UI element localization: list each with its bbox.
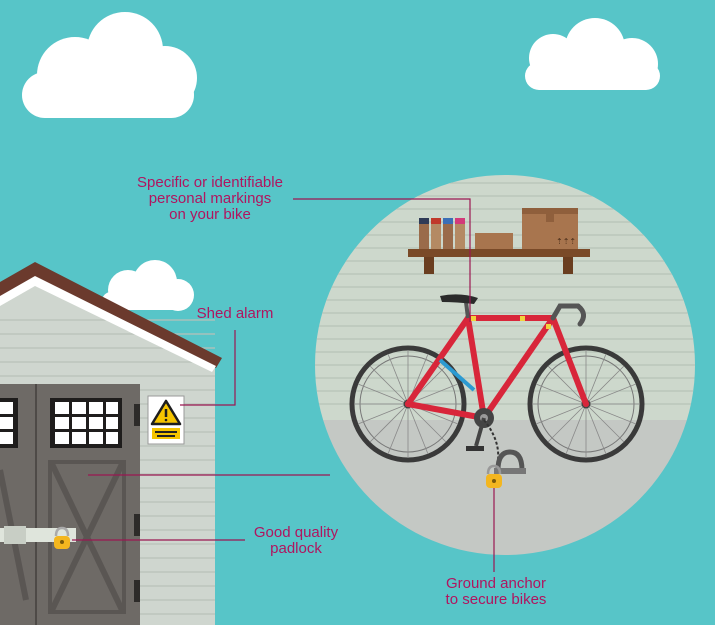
label-line: Good quality (253, 524, 339, 541)
bicycle (349, 294, 645, 463)
crankset (466, 408, 494, 451)
leader-shed-alarm (180, 330, 236, 406)
svg-text:⇡⇡⇡: ⇡⇡⇡ (556, 237, 576, 246)
cloud-left (22, 12, 197, 118)
cloud-right (525, 18, 660, 90)
frame-markings (471, 316, 551, 329)
water-bottle (438, 358, 476, 392)
label-line: to secure bikes (445, 591, 547, 608)
cloud-small (102, 260, 194, 311)
label-line: Shed alarm (196, 305, 274, 322)
shed-roof (0, 262, 222, 372)
label-line: padlock (270, 540, 322, 557)
shed-doors (0, 384, 140, 625)
label-ground-anchor: Ground anchor to secure bikes (434, 576, 558, 608)
saddle (440, 294, 478, 319)
label-personal-markings: Specific or identifiable personal markin… (128, 175, 292, 223)
door-window (0, 398, 122, 448)
paint-tins (419, 218, 465, 249)
wall-shelf: ⇡⇡⇡ (408, 208, 590, 274)
bike-storage-circle: ⇡⇡⇡ (315, 175, 695, 555)
padlock-icon (54, 526, 70, 549)
alarm-sign (147, 395, 185, 445)
ground-anchor-icon (494, 449, 526, 474)
leader-markings (293, 198, 471, 322)
label-line: personal markings (148, 190, 272, 207)
label-padlock: Good quality padlock (244, 525, 348, 557)
handlebars (550, 303, 586, 327)
label-line: Ground anchor (445, 575, 547, 592)
label-line: on your bike (169, 206, 251, 223)
cardboard-box: ⇡⇡⇡ (522, 208, 578, 249)
padlock-icon (486, 464, 502, 488)
small-box (475, 233, 513, 249)
label-line: Specific or identifiable (137, 174, 283, 191)
label-shed-alarm: Shed alarm (190, 306, 280, 322)
bike-frame (405, 315, 589, 421)
shed (0, 262, 222, 625)
door-hinges (134, 404, 140, 602)
leader-lines (72, 198, 495, 572)
warning-triangle-icon (150, 399, 182, 426)
